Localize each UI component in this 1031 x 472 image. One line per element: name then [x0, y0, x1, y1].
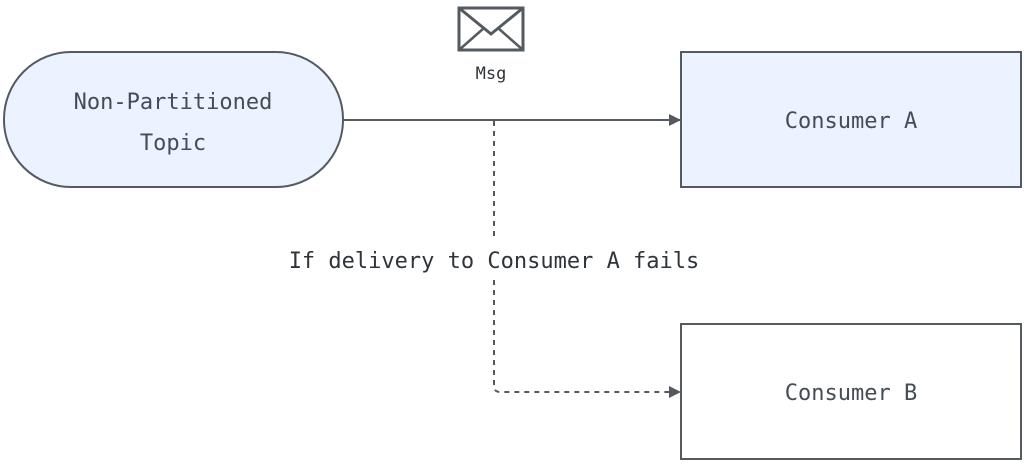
topic-node-shape	[3, 51, 344, 188]
consumer-b-node: Consumer B	[680, 323, 1022, 460]
consumer-a-node: Consumer A	[680, 51, 1022, 188]
topic-label-line2: Topic	[140, 131, 206, 156]
envelope-icon	[457, 6, 525, 52]
consumer-a-label: Consumer A	[785, 109, 917, 134]
topic-label-line1: Non-Partitioned	[74, 90, 273, 115]
edge-failover-to-consumer-b	[493, 280, 681, 398]
failover-edge-label: If delivery to Consumer A fails	[289, 249, 700, 274]
message-label: Msg	[476, 64, 507, 84]
consumer-a-shape	[680, 51, 1022, 188]
consumer-b-shape	[680, 323, 1022, 460]
consumer-b-label: Consumer B	[785, 381, 917, 406]
topic-node: Non-Partitioned Topic	[3, 51, 344, 188]
